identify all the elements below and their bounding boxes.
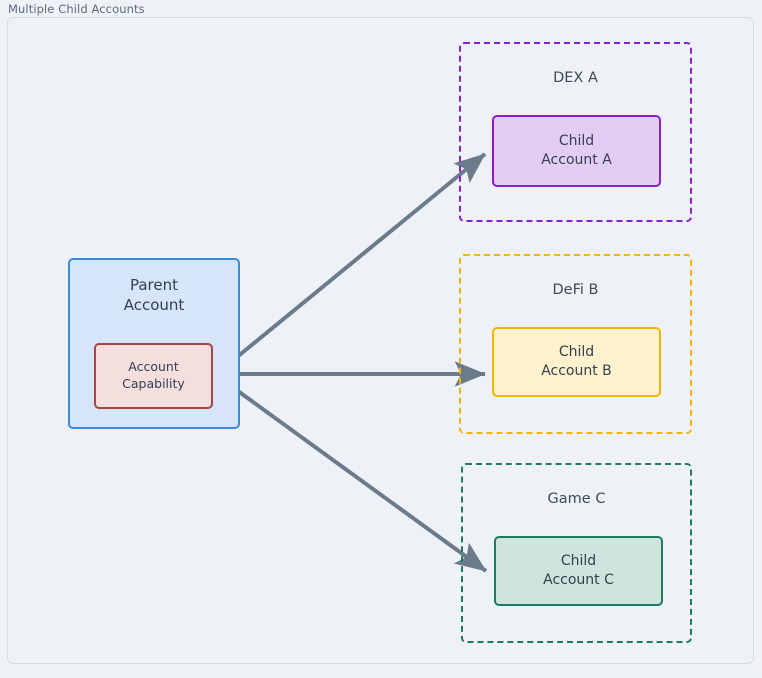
account-capability-label-line1: Account <box>128 359 179 375</box>
cluster-label-defi-b: DeFi B <box>552 282 599 298</box>
cluster-label-dex-a: DEX A <box>553 70 598 86</box>
cluster-game-c: Game C <box>461 463 692 643</box>
cluster-dex-a: DEX A <box>459 42 692 222</box>
cluster-label-game-c: Game C <box>547 491 606 507</box>
child-account-c-node[interactable]: Child Account C <box>494 536 663 606</box>
account-capability-label-line2: Capability <box>122 376 185 391</box>
parent-account-label-line2: Account <box>123 295 185 314</box>
child-account-a-label-line2: Account A <box>541 152 612 168</box>
child-account-a-label-line1: Child <box>558 133 595 150</box>
child-account-b-label-line1: Child <box>558 344 595 361</box>
diagram-title: Multiple Child Accounts <box>8 2 145 16</box>
child-account-c-label-line1: Child <box>560 553 597 570</box>
child-account-c-label-line2: Account C <box>543 572 614 588</box>
parent-account-label-line1: Parent <box>129 276 179 294</box>
account-capability-node[interactable]: Account Capability <box>94 343 213 409</box>
child-account-a-node[interactable]: Child Account A <box>492 115 661 187</box>
child-account-b-label-line2: Account B <box>541 363 612 379</box>
cluster-defi-b: DeFi B <box>459 254 692 434</box>
child-account-b-node[interactable]: Child Account B <box>492 327 661 397</box>
